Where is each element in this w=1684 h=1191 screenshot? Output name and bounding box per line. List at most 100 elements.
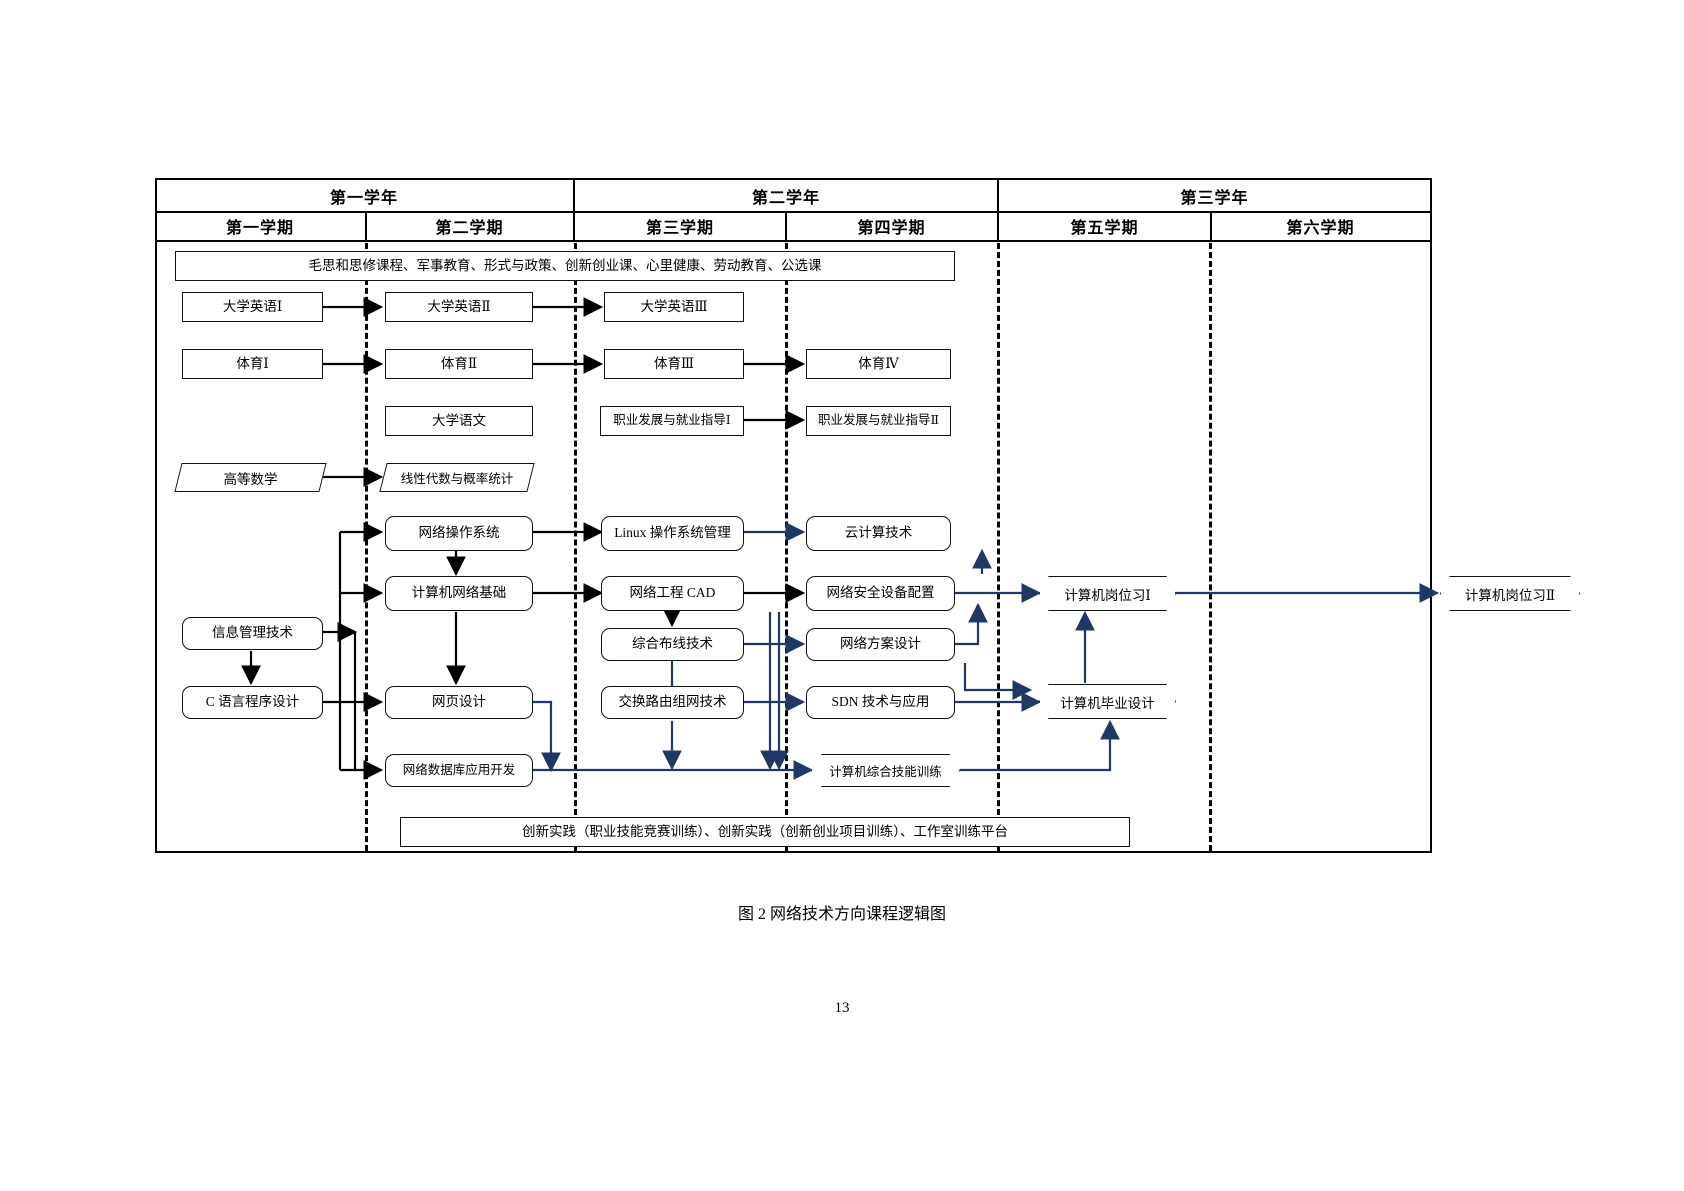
node-linear-algebra-label: 线性代数与概率统计 (400, 472, 514, 486)
semester-divider-3 (785, 243, 788, 851)
bottom-banner-label: 创新实践（职业技能竞赛训练）、创新实践（创新创业项目训练）、工作室训练平台 (522, 823, 1008, 839)
header-sem-divider-5 (1210, 211, 1212, 240)
top-banner-label: 毛思和思修课程、军事教育、形式与政策、创新创业课、心里健康、劳动教育、公选课 (308, 257, 822, 273)
node-network-database[interactable]: 网络数据库应用开发 (385, 754, 533, 787)
node-pe-1[interactable]: 体育Ⅰ (182, 349, 323, 379)
node-pe-2-label: 体育Ⅱ (440, 355, 478, 371)
node-pe-4[interactable]: 体育Ⅳ (806, 349, 951, 379)
figure-caption-label: 图 2 网络技术方向课程逻辑图 (737, 906, 946, 923)
node-english-1-label: 大学英语Ⅰ (222, 298, 283, 314)
header-semester-3-label: 第三学期 (645, 220, 714, 237)
header-sem-divider-3 (785, 211, 787, 240)
node-network-basics-label: 计算机网络基础 (411, 585, 507, 601)
node-web-design-label: 网页设计 (432, 694, 486, 710)
node-network-basics[interactable]: 计算机网络基础 (385, 576, 533, 611)
node-network-os-label: 网络操作系统 (418, 525, 500, 541)
header-rule-top (155, 178, 1432, 180)
node-career-guidance-2[interactable]: 职业发展与就业指导Ⅱ (806, 406, 951, 436)
header-rule-bottom (155, 240, 1432, 242)
node-linear-algebra[interactable]: 线性代数与概率统计 (379, 463, 535, 492)
node-network-security[interactable]: 网络安全设备配置 (806, 576, 955, 611)
node-graduation-design-label: 计算机毕业设计 (1060, 695, 1155, 711)
node-pe-3-label: 体育Ⅲ (653, 355, 695, 371)
bottom-banner: 创新实践（职业技能竞赛训练）、创新实践（创新创业项目训练）、工作室训练平台 (400, 817, 1130, 847)
header-semester-6-label: 第六学期 (1286, 220, 1355, 237)
header-border-right (1430, 178, 1432, 240)
header-year-3: 第三学年 (999, 180, 1430, 211)
node-college-chinese[interactable]: 大学语文 (385, 406, 533, 436)
header-year-1-label: 第一学年 (329, 189, 398, 207)
node-internship-2[interactable]: 计算机岗位习Ⅱ (1440, 576, 1580, 611)
node-advanced-math[interactable]: 高等数学 (174, 463, 327, 492)
node-network-cad[interactable]: 网络工程 CAD (601, 576, 744, 611)
header-year-3-label: 第三学年 (1180, 189, 1249, 207)
node-pe-3[interactable]: 体育Ⅲ (604, 349, 744, 379)
header-semester-2: 第二学期 (366, 212, 573, 240)
header-semester-2-label: 第二学期 (435, 220, 504, 237)
node-college-chinese-label: 大学语文 (432, 412, 486, 428)
header-year-1: 第一学年 (155, 180, 573, 211)
node-network-planning-label: 网络方案设计 (840, 636, 921, 652)
node-english-3[interactable]: 大学英语Ⅲ (604, 292, 744, 322)
node-english-3-label: 大学英语Ⅲ (640, 298, 708, 314)
node-english-1[interactable]: 大学英语Ⅰ (182, 292, 323, 322)
node-info-management-label: 信息管理技术 (212, 625, 293, 641)
node-career-guidance-1[interactable]: 职业发展与就业指导Ⅰ (600, 406, 744, 436)
body-frame-bottom (155, 851, 1432, 853)
node-structured-cabling[interactable]: 综合布线技术 (601, 628, 744, 661)
node-structured-cabling-label: 综合布线技术 (632, 636, 713, 652)
node-skill-training-label: 计算机综合技能训练 (829, 765, 942, 779)
node-internship-1-shape (1039, 576, 1176, 611)
node-internship-1[interactable]: 计算机岗位习Ⅰ (1039, 576, 1176, 611)
node-graduation-design-shape (1039, 684, 1176, 719)
node-internship-2-label: 计算机岗位习Ⅱ (1464, 587, 1556, 603)
node-network-database-label: 网络数据库应用开发 (402, 762, 516, 777)
node-english-2[interactable]: 大学英语Ⅱ (385, 292, 533, 322)
node-linux-admin-label: Linux 操作系统管理 (614, 525, 731, 541)
header-semester-5-label: 第五学期 (1070, 220, 1139, 237)
node-network-security-label: 网络安全设备配置 (826, 585, 935, 601)
header-semester-4-label: 第四学期 (857, 220, 926, 237)
node-switching-routing[interactable]: 交换路由组网技术 (601, 686, 744, 719)
node-pe-2[interactable]: 体育Ⅱ (385, 349, 533, 379)
semester-divider-2 (574, 243, 577, 851)
node-cloud-computing-label: 云计算技术 (844, 525, 913, 541)
node-info-management[interactable]: 信息管理技术 (182, 617, 323, 650)
node-linux-admin[interactable]: Linux 操作系统管理 (601, 516, 744, 551)
top-banner: 毛思和思修课程、军事教育、形式与政策、创新创业课、心里健康、劳动教育、公选课 (175, 251, 955, 281)
figure-caption: 图 2 网络技术方向课程逻辑图 (0, 900, 1684, 924)
node-network-os[interactable]: 网络操作系统 (385, 516, 533, 551)
node-cloud-computing[interactable]: 云计算技术 (806, 516, 951, 551)
node-internship-2-shape (1440, 576, 1580, 611)
node-web-design[interactable]: 网页设计 (385, 686, 533, 719)
header-semester-1: 第一学期 (155, 212, 365, 240)
node-network-cad-label: 网络工程 CAD (629, 585, 716, 601)
page-number-label: 13 (834, 1000, 850, 1016)
node-c-language[interactable]: C 语言程序设计 (182, 686, 323, 719)
header-semester-6: 第六学期 (1211, 212, 1430, 240)
node-pe-4-label: 体育Ⅳ (858, 355, 899, 371)
node-sdn[interactable]: SDN 技术与应用 (806, 686, 955, 719)
node-pe-1-label: 体育Ⅰ (236, 355, 269, 371)
node-career-guidance-1-label: 职业发展与就业指导Ⅰ (613, 413, 731, 428)
node-advanced-math-label: 高等数学 (223, 471, 278, 487)
node-career-guidance-2-label: 职业发展与就业指导Ⅱ (818, 413, 939, 428)
header-year-2-label: 第二学年 (751, 189, 820, 207)
header-year-2: 第二学年 (575, 180, 997, 211)
node-sdn-label: SDN 技术与应用 (831, 694, 930, 710)
header-year-divider-1 (573, 178, 576, 240)
semester-divider-4 (997, 243, 1000, 851)
body-frame-left (155, 240, 157, 852)
header-semester-4: 第四学期 (786, 212, 997, 240)
header-semester-5: 第五学期 (999, 212, 1210, 240)
semester-divider-5 (1209, 243, 1212, 851)
body-frame-right (1430, 240, 1432, 852)
node-skill-training[interactable]: 计算机综合技能训练 (811, 754, 960, 787)
header-sem-divider-1 (365, 211, 367, 240)
node-graduation-design[interactable]: 计算机毕业设计 (1039, 684, 1176, 719)
header-border-left (155, 178, 157, 240)
node-switching-routing-label: 交换路由组网技术 (618, 694, 727, 710)
header-year-divider-2 (997, 178, 1000, 240)
node-network-planning[interactable]: 网络方案设计 (806, 628, 955, 661)
